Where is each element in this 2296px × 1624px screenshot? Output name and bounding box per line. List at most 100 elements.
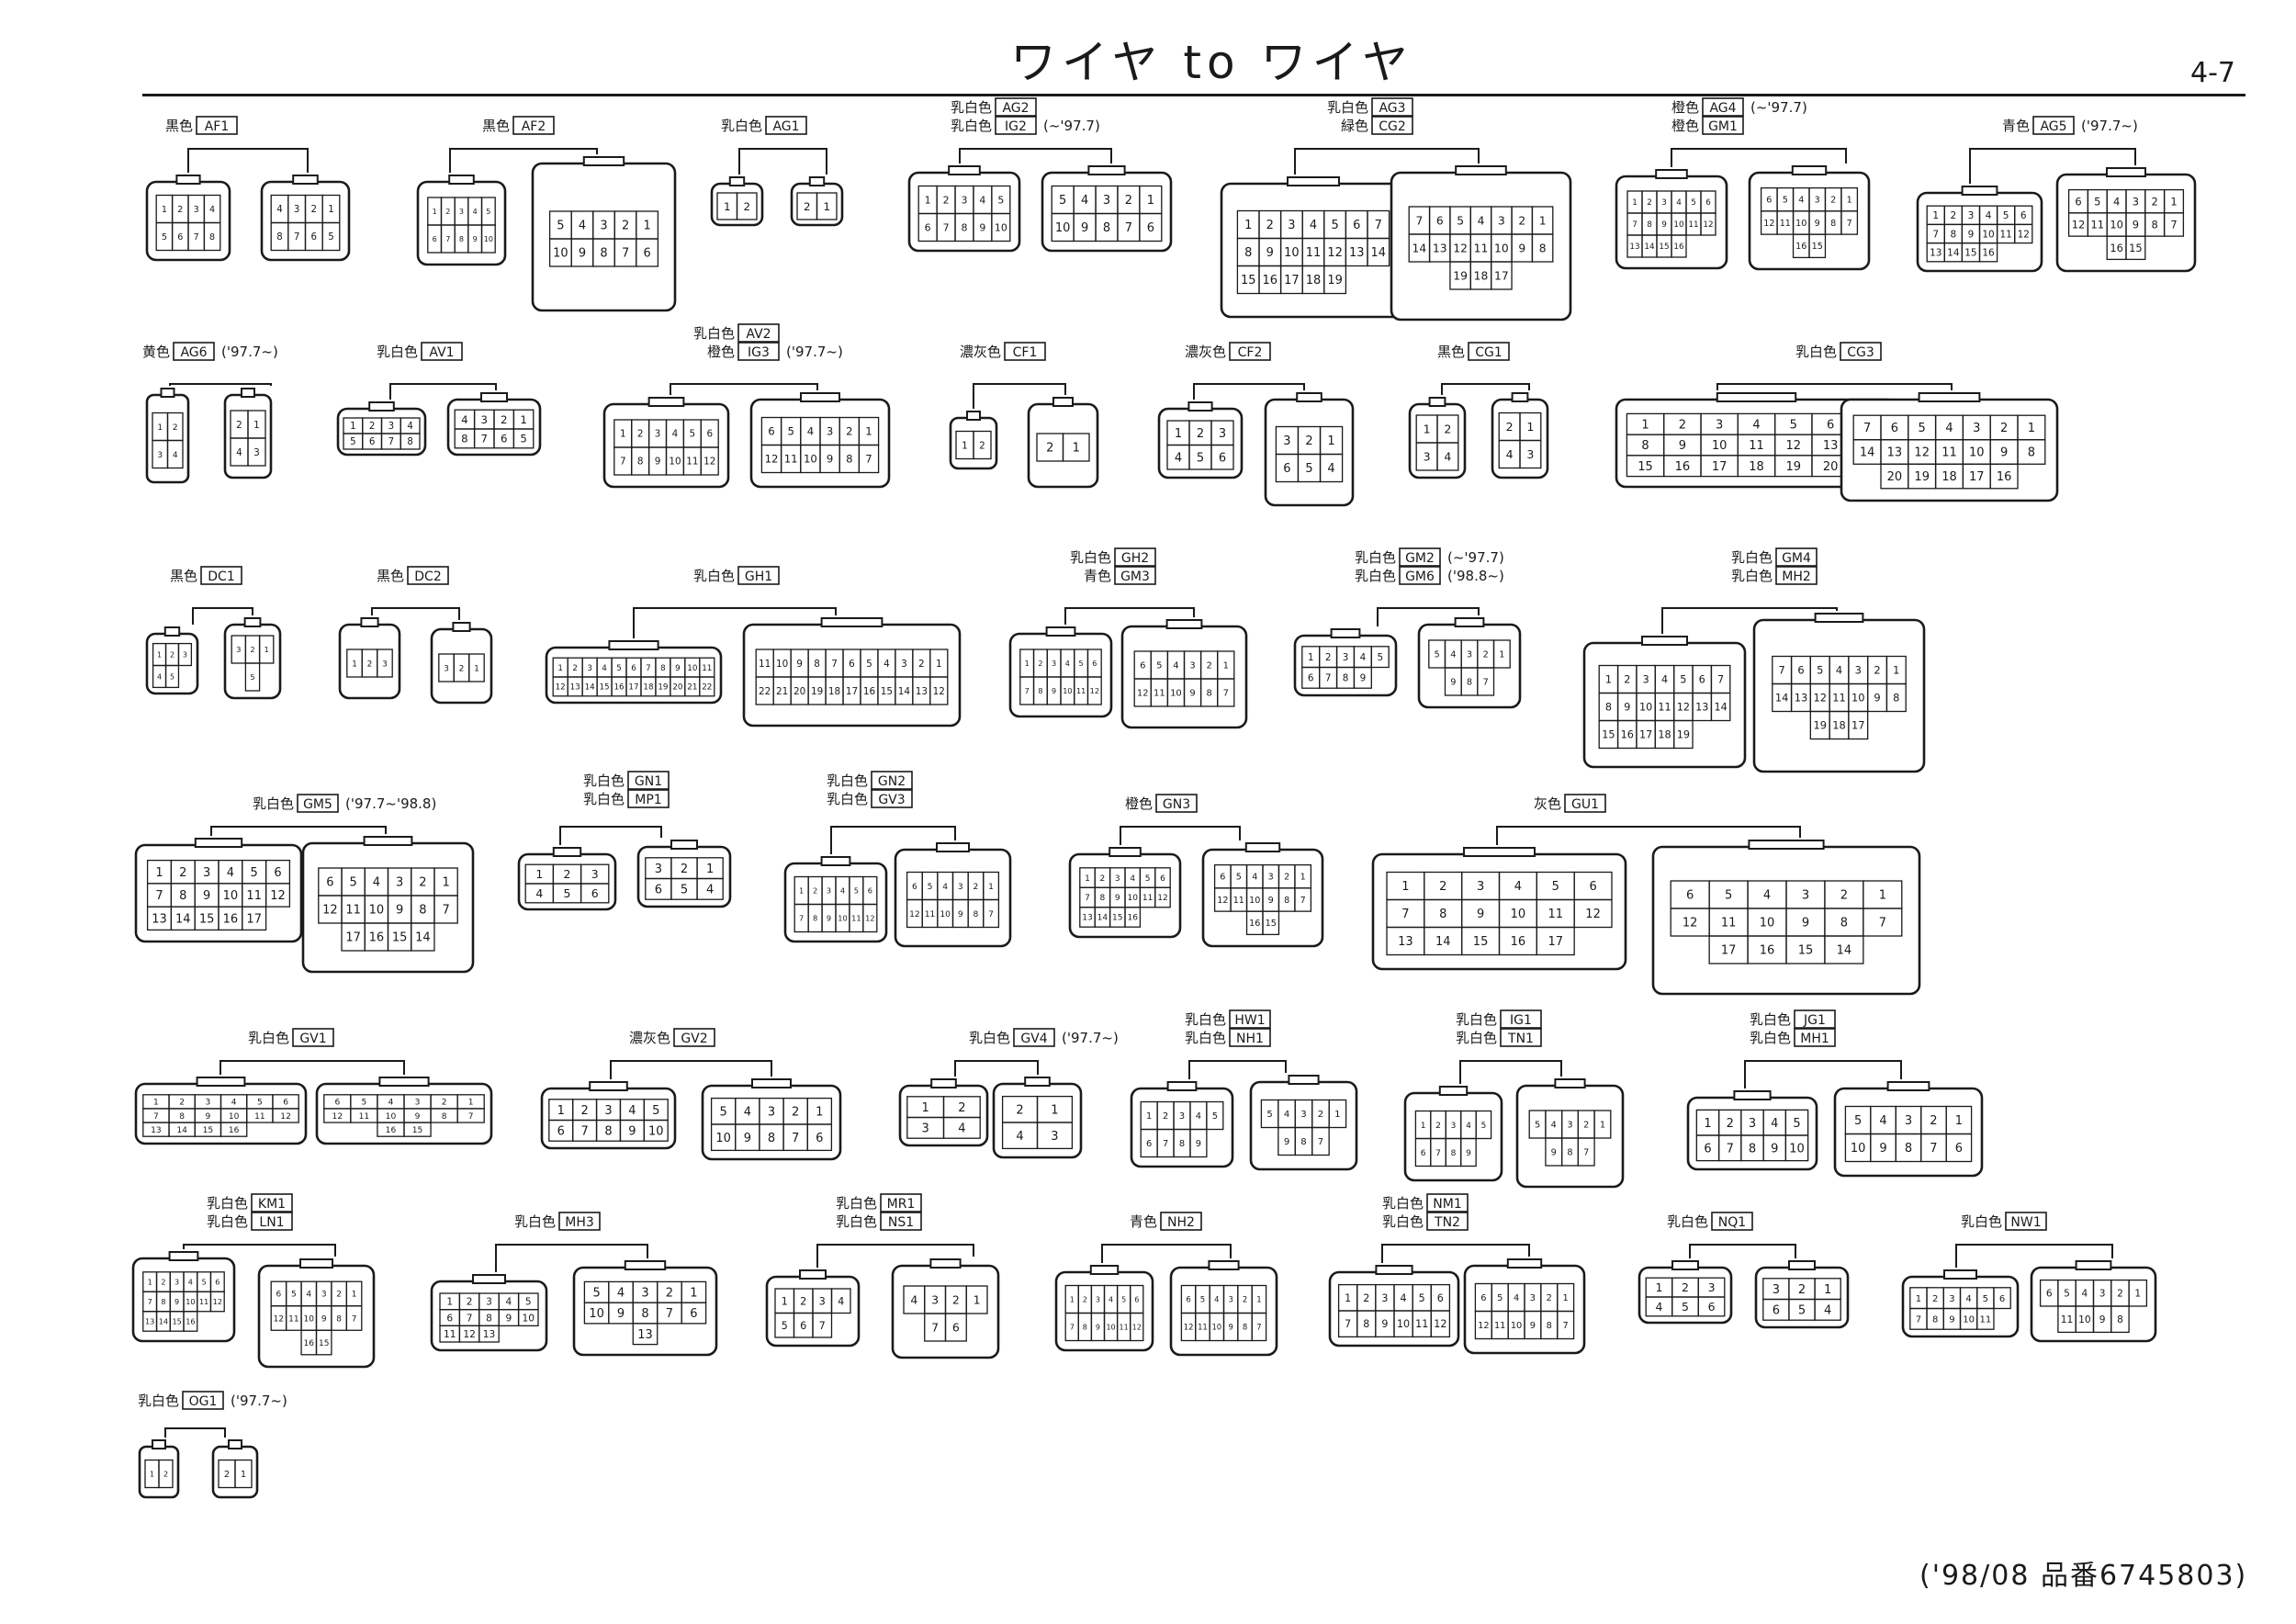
connector-latch	[480, 392, 508, 402]
pin-number: 9	[321, 1314, 327, 1324]
pin-number: 7	[481, 433, 489, 445]
pairing-bracket	[1188, 1060, 1287, 1079]
pin-number: 13	[1629, 242, 1639, 252]
pin-number: 9	[1360, 673, 1367, 684]
pin-number: 16	[2110, 242, 2123, 254]
pin-number: 2	[1325, 652, 1332, 663]
pin-number: 2	[442, 1099, 447, 1108]
pin-cell	[315, 1329, 332, 1356]
connector-code-ag4: AG4	[1709, 101, 1736, 116]
pin-number: 11	[925, 910, 936, 919]
connector-code-box	[1229, 1009, 1271, 1029]
pin-cell	[858, 444, 880, 474]
pin-number: 8	[1206, 689, 1211, 699]
pin-number: 10	[186, 1297, 195, 1306]
pin-cell	[736, 192, 758, 220]
pin-cell	[264, 883, 291, 908]
pin-number: 2	[1083, 1295, 1087, 1303]
pin-number: 16	[223, 912, 239, 926]
pin-number: 3	[415, 1099, 421, 1108]
connector-code-gn1: GN1	[635, 774, 662, 789]
pin-number: 9	[979, 221, 985, 233]
pin-number: 5	[1419, 1292, 1425, 1304]
pin-number: 16	[1795, 242, 1806, 252]
connector-code-box	[421, 342, 463, 361]
pin-number: 2	[1679, 418, 1686, 432]
wire-color-label: 乳白色	[827, 773, 868, 789]
pin-number: 2	[459, 664, 465, 673]
pin-number: 1	[155, 866, 163, 880]
pin-number: 6	[768, 425, 774, 438]
pin-cell	[242, 906, 267, 931]
pin-number: 6	[1140, 661, 1145, 671]
pin-number: 18	[1658, 729, 1671, 741]
pin-number: 1	[1334, 1110, 1340, 1120]
pin-number: 11	[1688, 220, 1698, 230]
pin-number: 3	[1103, 194, 1110, 208]
pin-number: 6	[326, 876, 333, 890]
pin-number: 8	[336, 1314, 342, 1324]
connector-code-gh2: GH2	[1121, 551, 1149, 566]
pin-number: 1	[1605, 674, 1612, 686]
pin-number: 15	[599, 683, 609, 693]
pin-number: 7	[819, 1320, 826, 1332]
connector-code-box	[737, 342, 780, 361]
pin-number: 15	[392, 931, 408, 945]
pin-number: 13	[152, 912, 167, 926]
pin-cell	[1840, 210, 1859, 235]
connector-code-box	[182, 1391, 224, 1410]
pin-cell	[1993, 1287, 2011, 1310]
pin-number: 4	[1763, 889, 1771, 903]
pin-number: 11	[444, 1329, 456, 1340]
connector-code-ag1: AG1	[772, 119, 799, 134]
pin-number: 3	[1643, 674, 1649, 686]
pin-cell	[1086, 676, 1102, 705]
pin-number: 21	[687, 683, 697, 693]
pin-number: 17	[1284, 274, 1300, 288]
pin-number: 8	[962, 221, 968, 233]
pin-number: 5	[1817, 664, 1823, 677]
pin-number: 4	[209, 205, 215, 215]
pin-number: 7	[1163, 1139, 1168, 1149]
connector-code-box	[673, 1028, 715, 1047]
pin-cell	[183, 1311, 198, 1332]
pin-number: 2	[501, 413, 508, 426]
pin-number: 5	[1121, 1295, 1126, 1303]
pin-number: 3	[1268, 873, 1274, 883]
pin-number: 18	[1474, 269, 1489, 282]
pin-number: 6	[1827, 418, 1834, 432]
pin-number: 5	[1200, 1295, 1205, 1304]
pin-number: 2	[163, 1469, 168, 1478]
pin-number: 2	[445, 208, 450, 216]
connector-code-box	[765, 116, 807, 135]
pin-number: 16	[1249, 919, 1260, 929]
pairing-bracket	[954, 1060, 1039, 1077]
pin-cell	[942, 1116, 981, 1139]
pin-cell	[1593, 1110, 1612, 1139]
wire-color-label: 黄色	[142, 344, 170, 360]
pin-number: 3	[1477, 880, 1484, 894]
pin-number: 7	[294, 231, 300, 242]
connector-latch	[624, 1260, 667, 1270]
pin-number: 2	[1046, 442, 1053, 456]
pin-number: 2	[622, 220, 629, 233]
pairing-bracket	[1744, 1060, 1902, 1088]
pin-number: 8	[419, 904, 426, 918]
pin-number: 12	[1434, 1318, 1446, 1330]
pin-number: 1	[1632, 198, 1638, 208]
pin-number: 17	[846, 686, 858, 697]
pairing-bracket	[633, 607, 837, 638]
